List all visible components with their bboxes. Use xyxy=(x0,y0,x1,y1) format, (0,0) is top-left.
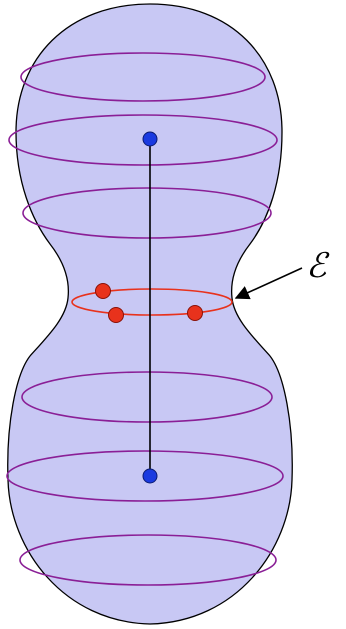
pole-point-top xyxy=(142,131,158,147)
label-arrow xyxy=(234,267,303,300)
ring-1 xyxy=(20,52,266,102)
neck-point-2 xyxy=(108,307,124,323)
neck-ring xyxy=(71,288,233,316)
latitude-rings xyxy=(6,52,284,586)
ring-3 xyxy=(22,187,272,239)
ring-6 xyxy=(19,534,277,586)
neck-point-3 xyxy=(187,305,203,321)
ring-2 xyxy=(8,114,278,166)
ring-5 xyxy=(6,450,284,502)
neck-label: ℰ xyxy=(306,246,330,286)
neck-point-1 xyxy=(95,283,111,299)
ring-4 xyxy=(21,371,273,423)
pole-point-bottom xyxy=(142,468,158,484)
